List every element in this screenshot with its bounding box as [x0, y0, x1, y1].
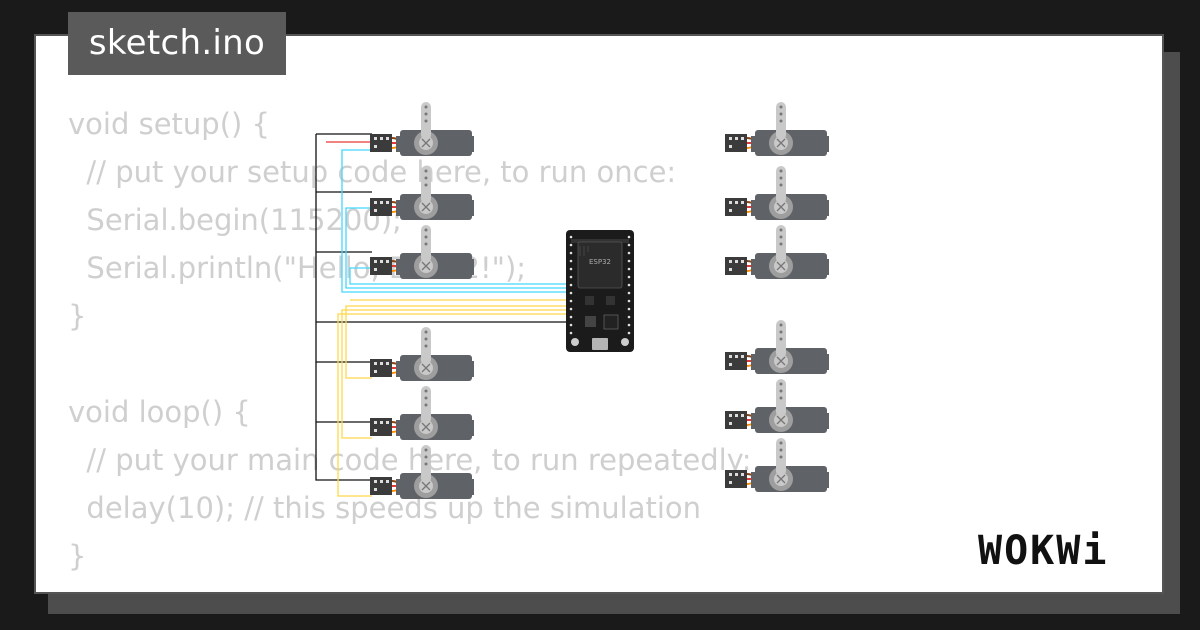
file-tab[interactable]: sketch.ino	[68, 12, 286, 75]
servo-left-1[interactable]	[369, 101, 475, 157]
servo-left-4[interactable]	[369, 326, 475, 382]
servo-right-6[interactable]	[724, 437, 830, 493]
servo-left-3[interactable]	[369, 224, 475, 280]
wokwi-logo: WOKWi	[978, 528, 1109, 574]
esp32-board[interactable]: ESP32	[566, 230, 634, 352]
code-line: // put your setup code here, to run once…	[68, 155, 677, 189]
servo-left-2[interactable]	[369, 165, 475, 221]
code-line: void setup() {	[68, 107, 270, 141]
file-tab-label: sketch.ino	[88, 23, 266, 63]
servo-left-6[interactable]	[369, 444, 475, 500]
wires	[315, 133, 572, 497]
servo-right-4[interactable]	[724, 319, 830, 375]
servo-right-1[interactable]	[724, 101, 830, 157]
code-line: // put your main code here, to run repea…	[68, 443, 752, 477]
servo-right-5[interactable]	[724, 378, 830, 434]
code-line: }	[68, 539, 87, 573]
code-line: }	[68, 299, 87, 333]
code-line: Serial.begin(115200);	[68, 203, 402, 237]
code-editor[interactable]: void setup() { // put your setup code he…	[68, 100, 752, 580]
servo-right-3[interactable]	[724, 224, 830, 280]
servo-right-2[interactable]	[724, 165, 830, 221]
code-line: void loop() {	[68, 395, 251, 429]
servo-left-5[interactable]	[369, 385, 475, 441]
esp32-label: ESP32	[589, 258, 611, 266]
